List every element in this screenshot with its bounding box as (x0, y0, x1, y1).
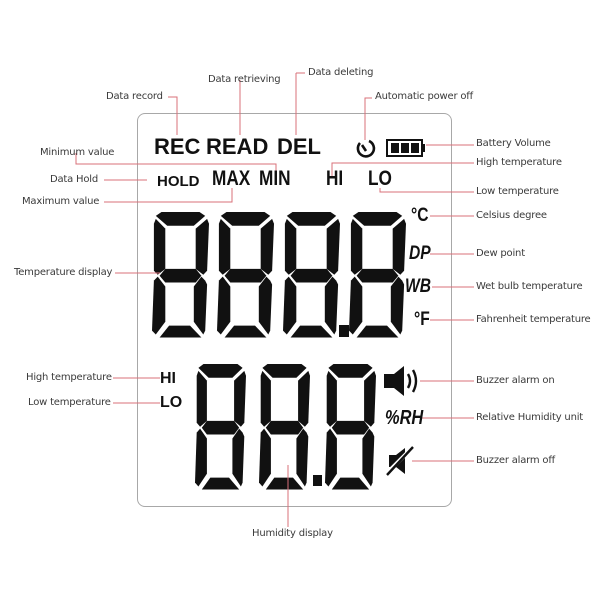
read-indicator: READ (206, 134, 269, 159)
callout-data-hold: Data Hold (50, 174, 99, 185)
rh-unit-text: %RH (385, 407, 424, 429)
min-indicator: MIN (259, 167, 298, 191)
callout-auto-power-off: Automatic power off (375, 91, 473, 102)
speaker-mute-icon (384, 446, 414, 476)
hi-indicator-bottom: HI (160, 370, 176, 387)
callout-data-record: Data record (106, 91, 163, 102)
callout-data-retrieving: Data retrieving (208, 74, 281, 85)
callout-celsius-degree: Celsius degree (476, 210, 547, 221)
callout-high-temperature-bottom: High temperature (26, 372, 112, 383)
dew-point-unit-text: DP (409, 243, 431, 264)
callout-maximum-value: Maximum value (22, 196, 100, 207)
callout-low-temperature-top: Low temperature (476, 186, 559, 197)
hold-indicator: HOLD (157, 173, 200, 190)
callout-humidity-display: Humidity display (252, 528, 333, 539)
max-indicator-text: MAX (212, 167, 251, 190)
callout-minimum-value: Minimum value (40, 147, 115, 158)
fahrenheit-unit: °F (414, 309, 433, 331)
callout-fahrenheit: Fahrenheit temperature (476, 314, 591, 325)
callout-battery-volume: Battery Volume (476, 138, 551, 149)
humidity-digits (195, 364, 376, 490)
callout-buzzer-on: Buzzer alarm on (476, 375, 555, 386)
rec-indicator: REC (154, 134, 201, 159)
dew-point-unit: DP (409, 243, 435, 265)
wet-bulb-unit-text: WB (405, 276, 431, 297)
wet-bulb-unit: WB (405, 276, 437, 298)
lcd-frame (137, 113, 452, 507)
celsius-unit: °C (411, 205, 432, 227)
timer-icon (356, 139, 376, 158)
battery-icon (386, 139, 425, 157)
lo-indicator-top-text: LO (368, 167, 392, 190)
callout-dew-point: Dew point (476, 248, 525, 259)
hi-indicator-top: HI (326, 167, 347, 191)
callout-buzzer-off: Buzzer alarm off (476, 455, 555, 466)
callout-high-temperature-top: High temperature (476, 157, 562, 168)
hi-indicator-top-text: HI (326, 167, 344, 190)
temperature-digits (152, 212, 406, 338)
max-indicator: MAX (212, 167, 259, 191)
lo-indicator-top: LO (368, 167, 397, 191)
rh-unit: %RH (385, 407, 432, 430)
lo-indicator-bottom: LO (160, 394, 183, 411)
callout-wet-bulb: Wet bulb temperature (476, 281, 583, 292)
fahrenheit-unit-text: °F (414, 309, 430, 330)
callout-rh-unit: Relative Humidity unit (476, 412, 584, 423)
celsius-unit-text: °C (411, 205, 429, 226)
leader-lines (75, 72, 474, 527)
callout-low-temperature-bottom: Low temperature (28, 397, 111, 408)
speaker-on-icon (384, 366, 418, 396)
callout-data-deleting: Data deleting (308, 67, 374, 78)
del-indicator: DEL (277, 134, 321, 159)
callout-temperature-display: Temperature display (14, 267, 113, 278)
min-indicator-text: MIN (259, 167, 291, 190)
